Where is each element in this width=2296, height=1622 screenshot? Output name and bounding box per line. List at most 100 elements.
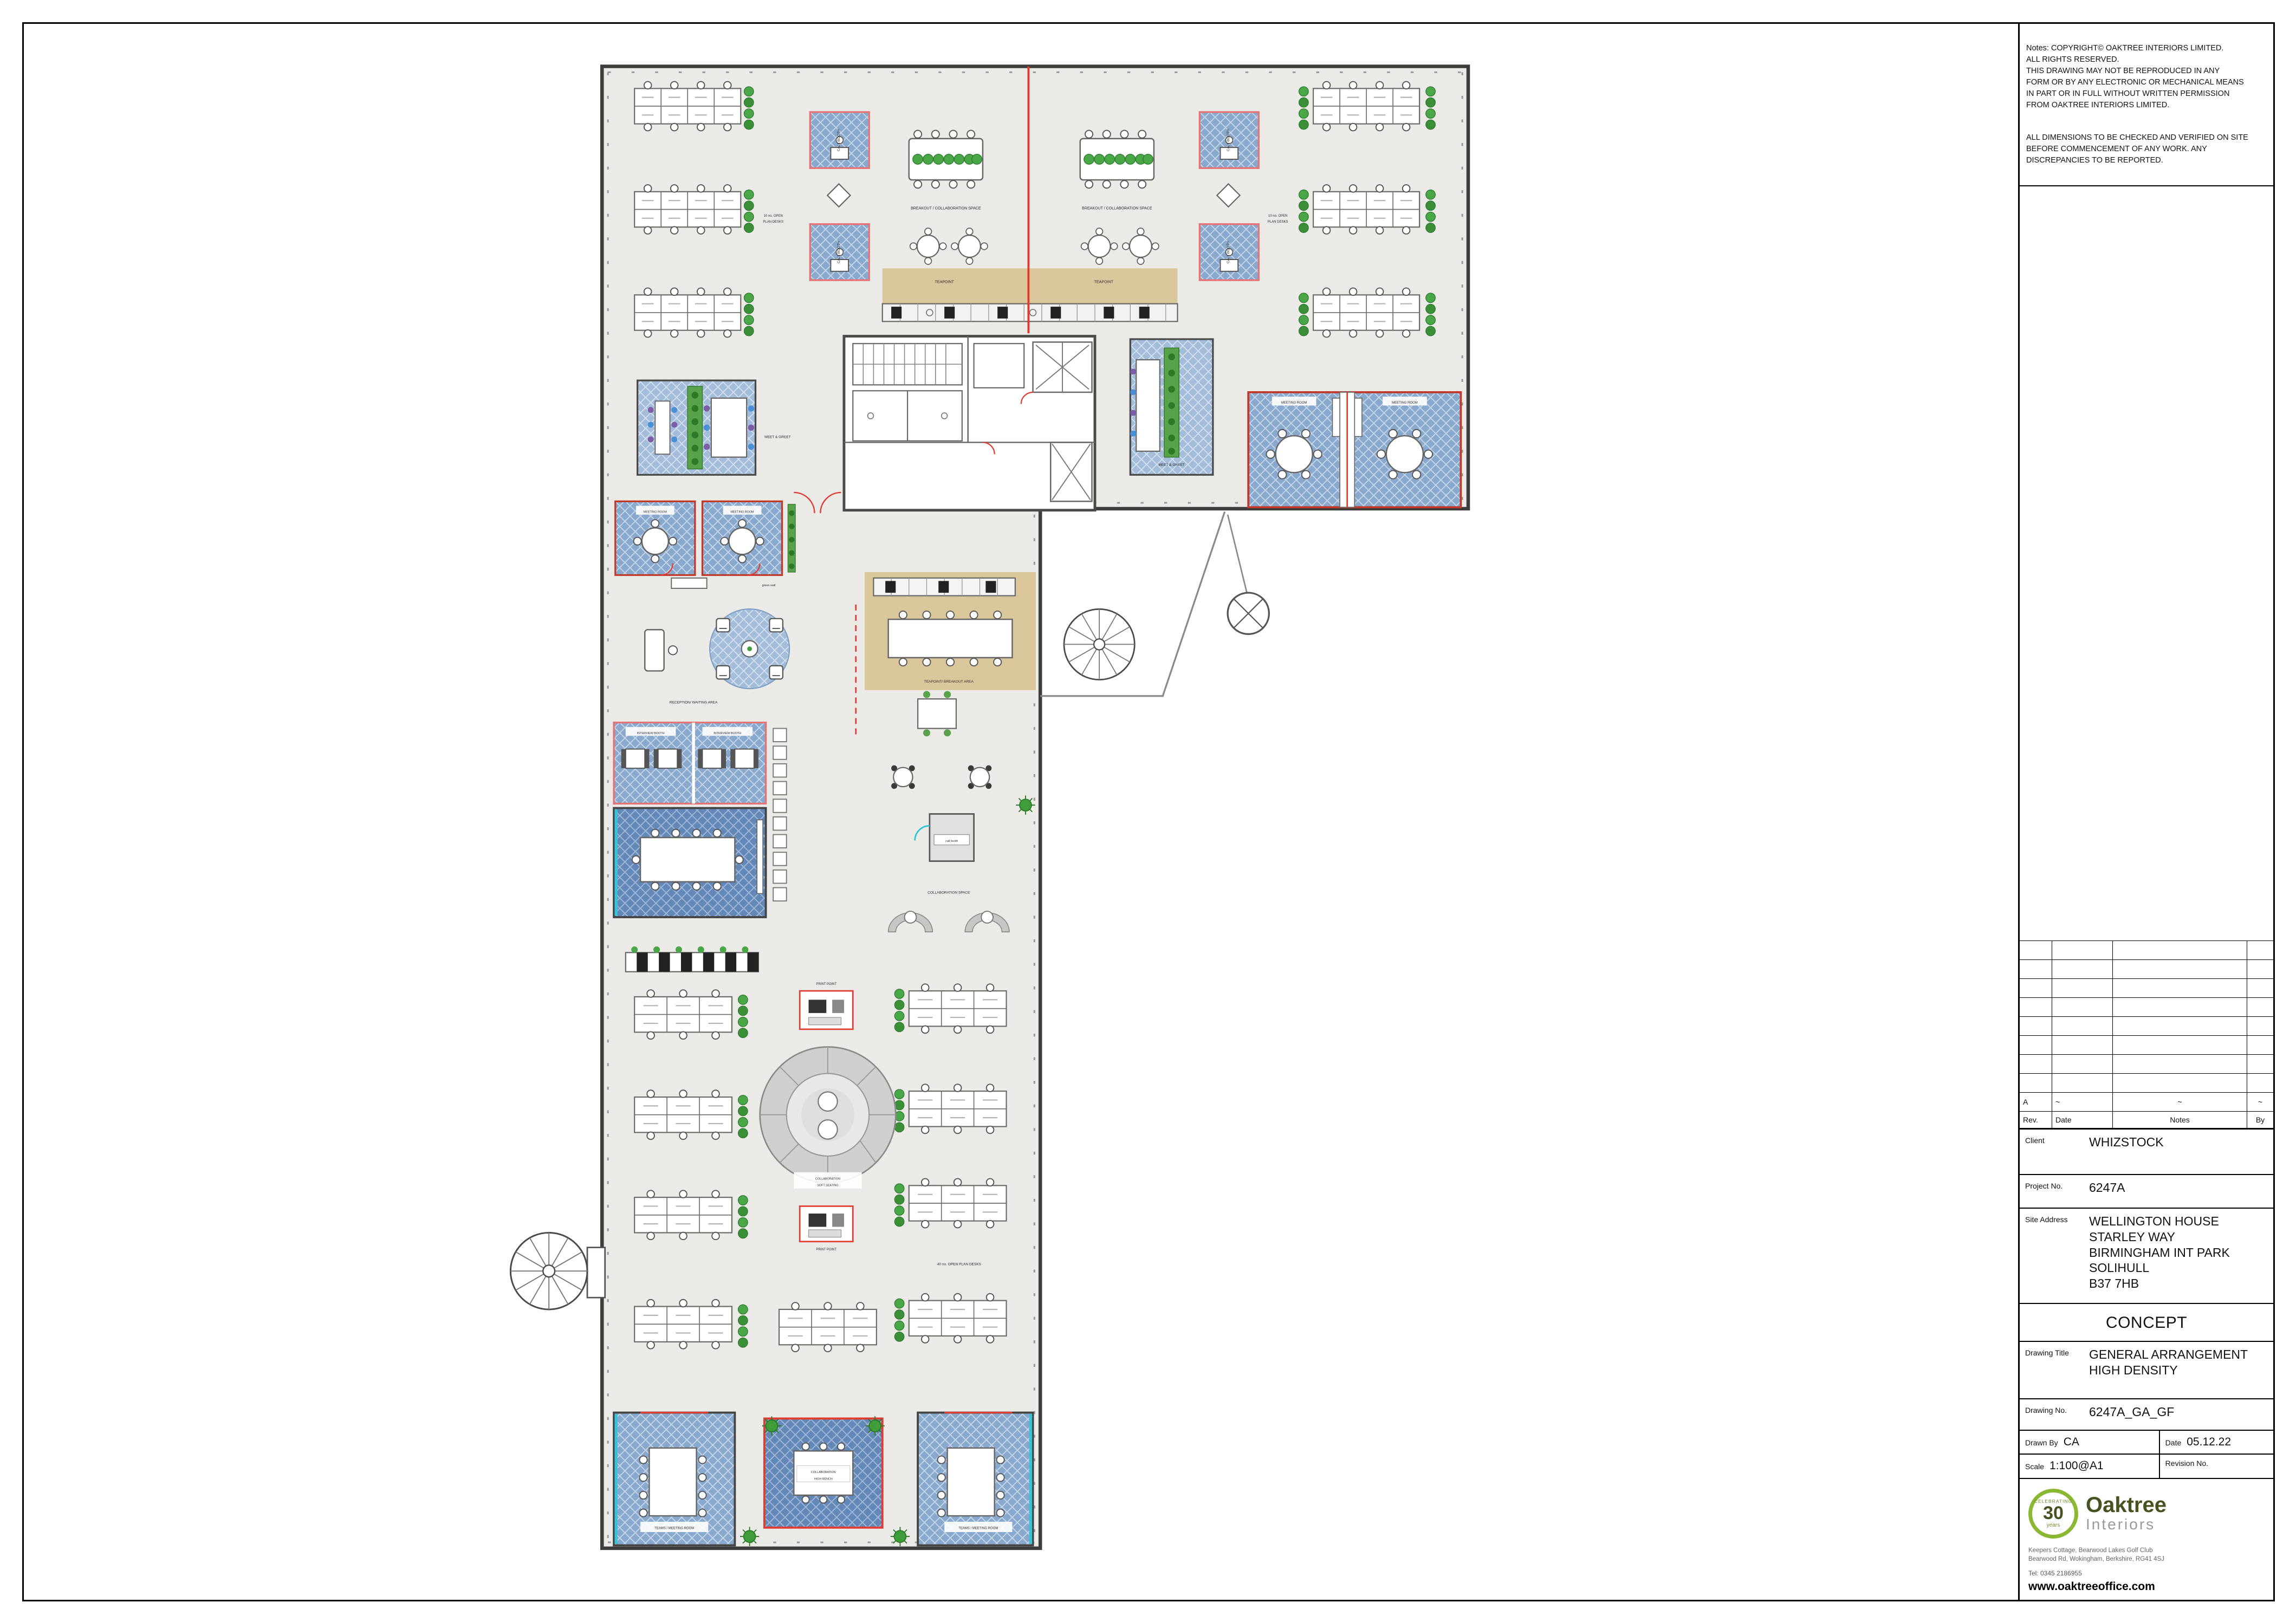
teapoint-breakout-label: TEAPOINT/ BREAKOUT AREA	[924, 680, 974, 684]
drawing-title-label: Drawing Title	[2025, 1348, 2069, 1358]
whiteboard	[756, 819, 763, 894]
open-plan-40-label: 40 no. OPEN PLAN DESKS	[937, 1262, 982, 1266]
date-value: 05.12.22	[2187, 1436, 2231, 1449]
title-block-spacer	[2020, 186, 2273, 940]
storage-cupboards	[773, 728, 787, 901]
celebrating-30-badge-icon: CELEBRATING 30 years	[2028, 1488, 2078, 1539]
breakout-label-right: BREAKOUT / COLLABORATION SPACE	[1082, 206, 1152, 210]
plant	[890, 1526, 911, 1547]
meeting-room-label: MEETING ROOM	[1392, 401, 1418, 405]
drawing-no-value: 6247A_GA_GF	[2089, 1405, 2175, 1419]
green-wall	[687, 386, 703, 470]
reception-desk	[644, 628, 665, 672]
soft-seating-label: COLLABORATION	[815, 1177, 840, 1180]
sideboard	[671, 578, 708, 589]
interview-booths	[613, 722, 767, 805]
oaktree-logo: Oaktree Interiors	[2086, 1494, 2167, 1533]
concept-heading: CONCEPT	[2020, 1303, 2273, 1341]
print-point-top	[799, 990, 854, 1030]
interview-booth-label: INTERVIEW BOOTH	[637, 732, 665, 735]
plan-labels: BREAKOUT / COLLABORATION SPACE BREAKOUT …	[637, 129, 1418, 1530]
meeting-room-label: MEETING ROOM	[1281, 401, 1307, 405]
breakout-collaboration-right	[1079, 129, 1159, 265]
client-value: WHIZSTOCK	[2089, 1135, 2164, 1150]
meeting-room-label: MEETING ROOM	[730, 511, 754, 514]
drawing-title-field: Drawing Title GENERAL ARRANGEMENT HIGH D…	[2020, 1341, 2273, 1398]
drawing-no-field: Drawing No. 6247A_GA_GF	[2020, 1398, 2273, 1430]
call-booth-label: CALL BOOTH	[1227, 129, 1230, 151]
project-no-value: 6247A	[2089, 1180, 2125, 1195]
site-address-field: Site Address WELLINGTON HOUSE STARLEY WA…	[2020, 1208, 2273, 1303]
main-entrance-doors	[794, 491, 841, 514]
call-booth-small-label: call booth	[945, 840, 958, 843]
teapoint-label-left: TEAPOINT	[935, 281, 954, 284]
scale-revision-row: Scale 1:100@A1 Revision No.	[2020, 1454, 2273, 1478]
collaboration-room	[613, 807, 767, 918]
drawing-no-label: Drawing No.	[2025, 1406, 2067, 1415]
spiral-stair-external	[509, 1231, 606, 1310]
open-plan-desks-top-left	[634, 81, 754, 338]
brand-name: Oaktree	[2086, 1493, 2167, 1517]
door-swing	[982, 391, 1033, 455]
breakout-collaboration-left	[908, 129, 989, 265]
client-field: Client WHIZSTOCK	[2020, 1128, 2273, 1174]
print-point-label: PRINT POINT	[816, 983, 836, 986]
project-no-label: Project No.	[2025, 1182, 2063, 1191]
svg-text:HIGH BENCH: HIGH BENCH	[814, 1477, 833, 1481]
drawing-title-value: GENERAL ARRANGEMENT HIGH DENSITY	[2089, 1347, 2248, 1377]
green-wall-label: green wall	[762, 584, 776, 587]
drawn-date-row: Drawn By CA Date 05.12.22	[2020, 1430, 2273, 1454]
site-address-value: WELLINGTON HOUSE STARLEY WAY BIRMINGHAM …	[2089, 1214, 2230, 1291]
plant	[739, 1526, 760, 1547]
meeting-room-label: MEETING ROOM	[644, 511, 667, 514]
revision-no-label: Revision No.	[2165, 1459, 2209, 1468]
meeting-rooms-right	[1247, 391, 1462, 509]
company-tel: Tel: 0345 2186955	[2028, 1569, 2082, 1577]
reception-waiting-area	[644, 608, 790, 690]
call-booths	[809, 111, 1260, 281]
project-no-field: Project No. 6247A	[2020, 1174, 2273, 1208]
svg-text:SOFT SEATING: SOFT SEATING	[817, 1184, 838, 1188]
teapoint-breakout-mid	[855, 572, 1036, 737]
revision-table: A ~ ~ ~ Rev. Date Notes By	[2020, 940, 2273, 1129]
meet-greet-label-right: MEET & GREET	[1158, 463, 1184, 467]
brand-subname: Interiors	[2086, 1516, 2156, 1533]
revision-table-header: Rev. Date Notes By	[2020, 1112, 2273, 1129]
site-address-label: Site Address	[2025, 1215, 2068, 1224]
external-terrace	[1040, 511, 1270, 697]
meet-greet-label-left: MEET & GREET	[764, 435, 790, 439]
copyright-notes: Notes: COPYRIGHT© OAKTREE INTERIORS LIMI…	[2026, 44, 2244, 110]
title-block: Notes: COPYRIGHT© OAKTREE INTERIORS LIMI…	[2018, 22, 2275, 1601]
breakout-label-left: BREAKOUT / COLLABORATION SPACE	[911, 206, 981, 210]
reception-label: RECEPTION/ WAITING AREA	[670, 700, 718, 704]
drawn-by-label: Drawn By	[2025, 1438, 2058, 1448]
meet-greet-left	[636, 379, 757, 476]
teams-meeting-room-left	[613, 1411, 736, 1547]
notes-box: Notes: COPYRIGHT© OAKTREE INTERIORS LIMI…	[2020, 24, 2273, 187]
spiral-stair-terrace	[1063, 608, 1136, 680]
collaboration-high-bench	[761, 1416, 885, 1529]
meeting-rooms-left-wing	[614, 500, 796, 589]
teams-meeting-label: TEAMS / MEETING ROOM	[958, 1527, 998, 1530]
svg-text:PLAN DESKS: PLAN DESKS	[1268, 220, 1288, 224]
scale-label: Scale	[2025, 1462, 2045, 1471]
client-label: Client	[2025, 1136, 2045, 1145]
dimension-notes: ALL DIMENSIONS TO BE CHECKED AND VERIFIE…	[2026, 133, 2248, 165]
call-booth-label: CALL BOOTH	[837, 129, 841, 151]
collaboration-space-label: COLLABORATION SPACE	[928, 891, 970, 894]
lockers	[625, 946, 760, 972]
stair-treads	[853, 343, 962, 385]
drawn-by-value: CA	[2063, 1436, 2079, 1449]
collaboration-soft-seating	[759, 1046, 897, 1189]
company-website: www.oaktreeoffice.com	[2028, 1580, 2155, 1593]
interview-booth-label: INTERVIEW BOOTH	[714, 732, 741, 735]
teams-meeting-label: TEAMS / MEETING ROOM	[654, 1527, 694, 1530]
building-core	[842, 335, 1097, 512]
high-bench-label: COLLABORATION	[811, 1471, 836, 1474]
scale-value: 1:100@A1	[2049, 1459, 2104, 1472]
teams-meeting-room-right	[917, 1411, 1034, 1547]
date-label: Date	[2165, 1438, 2182, 1448]
teapoint-top	[881, 268, 1178, 322]
